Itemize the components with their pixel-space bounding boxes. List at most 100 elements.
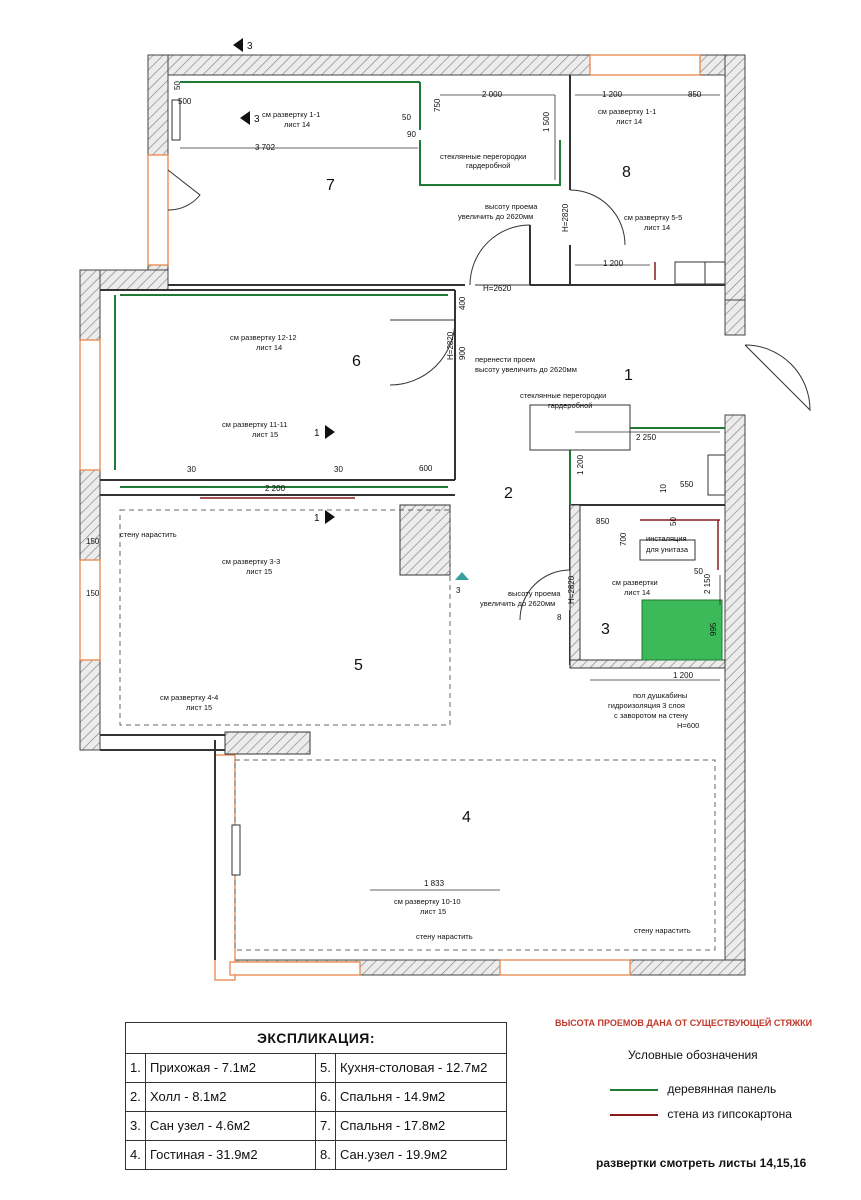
note-wall-2: стену нарастить [416, 932, 473, 941]
note-11-11-b: лист 15 [252, 430, 278, 439]
dim-50c: 50 [669, 517, 678, 526]
wood-panels [114, 81, 725, 505]
expl-num: 2. [126, 1083, 146, 1112]
dim-1200c: 1 200 [576, 454, 585, 475]
height-h2820b: H=2820 [446, 331, 455, 360]
dim-150a: 150 [86, 537, 100, 546]
dim-700: 700 [619, 532, 628, 546]
dim-550: 550 [680, 480, 694, 489]
note-1-1-a: см развертку 1-1 [262, 110, 320, 119]
doors [167, 169, 811, 621]
dim-750: 750 [433, 98, 442, 112]
legend-gypsum: стена из гипсокартона [610, 1107, 792, 1121]
expl-room: Гостиная - 31.9м2 [146, 1141, 316, 1169]
note-shower-2: гидроизоляция 3 слоя [608, 701, 685, 710]
note-open-3: высоту проема [508, 589, 561, 598]
dim-30b: 30 [334, 465, 343, 474]
dim-50b: 50 [402, 113, 411, 122]
dim-3702: 3 702 [255, 143, 276, 152]
dim-500: 500 [178, 97, 192, 106]
shower-tray [641, 599, 723, 661]
dim-2000: 2 000 [482, 90, 503, 99]
note-1-1-b: лист 14 [284, 120, 310, 129]
expl-room: Прихожая - 7.1м2 [146, 1054, 316, 1083]
dim-2200: 2 200 [265, 484, 286, 493]
note-11-11-a: см развертку 11-11 [222, 420, 287, 429]
dimension-lines [180, 94, 721, 891]
explication-title: ЭКСПЛИКАЦИЯ: [126, 1023, 506, 1054]
note-5-5-a: см развертку 5-5 [624, 213, 682, 222]
room-5: 5 [354, 657, 363, 674]
note-glass-1: стеклянные перегородки [440, 152, 526, 161]
note-wall-1: стену нарастить [120, 530, 177, 539]
note-shower-4: H=600 [677, 721, 699, 730]
room-1: 1 [624, 367, 633, 384]
room-6: 6 [352, 353, 361, 370]
note-move-1: перенести проем [475, 355, 535, 364]
note-scan-2: лист 14 [624, 588, 650, 597]
dim-50d: 50 [694, 567, 703, 576]
room-3: 3 [601, 621, 610, 638]
expl-num: 6. [316, 1083, 336, 1112]
bath-wall-bottom [569, 659, 726, 669]
dim-1200b: 1 200 [603, 259, 624, 268]
expl-room: Спальня - 17.8м2 [336, 1112, 506, 1141]
note-3-3-b: лист 15 [246, 567, 272, 576]
opening-height-note: ВЫСОТА ПРОЕМОВ ДАНА ОТ СУЩЕСТВУЮЩЕЙ СТЯЖ… [555, 1018, 813, 1028]
note-glass-4: гардеробной [548, 401, 592, 410]
dim-30a: 30 [187, 465, 196, 474]
note-glass-3: стеклянные перегородки [520, 391, 606, 400]
shaft [399, 504, 451, 576]
dim-50a: 50 [173, 81, 182, 90]
room-2: 2 [504, 485, 513, 502]
note-12-12-a: см развертку 12-12 [230, 333, 297, 342]
height-h2820a: H=2820 [561, 203, 570, 232]
dim-2150: 2 150 [703, 573, 712, 594]
dim-1200d: 1 200 [673, 671, 694, 680]
dim-900: 900 [458, 346, 467, 360]
legend-wood-label: деревянная панель [667, 1082, 777, 1096]
note-1-1-d: лист 14 [616, 117, 642, 126]
north-arrow-icon [455, 572, 469, 580]
expl-room: Холл - 8.1м2 [146, 1083, 316, 1112]
height-h2820c: H=2820 [567, 575, 576, 604]
note-shower-3: с заворотом на стену [614, 711, 688, 720]
gypsum-line-icon [610, 1113, 658, 1116]
note-wall-3: стену нарастить [634, 926, 691, 935]
wood-line-icon [610, 1088, 658, 1091]
dim-150b: 150 [86, 589, 100, 598]
note-open-2: увеличить до 2620мм [458, 212, 533, 221]
height-h2620: H=2620 [483, 284, 512, 293]
note-glass-2: гардеробной [466, 161, 510, 170]
expl-num: 4. [126, 1141, 146, 1169]
expl-num: 1. [126, 1054, 146, 1083]
expl-num: 8. [316, 1141, 336, 1169]
note-5-5-b: лист 14 [644, 223, 670, 232]
mark-top: 3 [247, 41, 253, 52]
note-3-3-a: см развертку 3-3 [222, 557, 280, 566]
note-open-4: увеличить до 2620мм [480, 599, 555, 608]
explication-grid: 1. Прихожая - 7.1м2 5. Кухня-столовая - … [126, 1054, 506, 1169]
dim-995: 995 [709, 622, 718, 636]
note-10-10-a: см развертку 10-10 [394, 897, 461, 906]
sheets-note: развертки смотреть листы 14,15,16 [596, 1156, 807, 1170]
legend-title: Условные обозначения [628, 1048, 758, 1062]
note-shower-1: пол душкабины [633, 691, 687, 700]
expl-room: Сан.узел - 19.9м2 [340, 1147, 448, 1162]
fixtures [171, 99, 726, 876]
furniture-outlines [119, 509, 716, 951]
note-move-2: высоту увеличить до 2620мм [475, 365, 577, 374]
note-inst-2: для унитаза [646, 545, 689, 554]
expl-room: Сан узел - 4.6м2 [146, 1112, 316, 1141]
dim-400: 400 [458, 296, 467, 310]
room-8: 8 [622, 164, 631, 181]
windows [79, 54, 701, 981]
section-markers [233, 38, 335, 524]
legend-gypsum-label: стена из гипсокартона [667, 1107, 792, 1121]
gypsum-walls [200, 262, 720, 570]
mark-3-3: 1 [314, 513, 320, 524]
note-open-1: высоту проема [485, 202, 538, 211]
expl-num: 3. [126, 1112, 146, 1141]
dim-8: 8 [557, 613, 562, 622]
note-scan-1: см развертки [612, 578, 658, 587]
